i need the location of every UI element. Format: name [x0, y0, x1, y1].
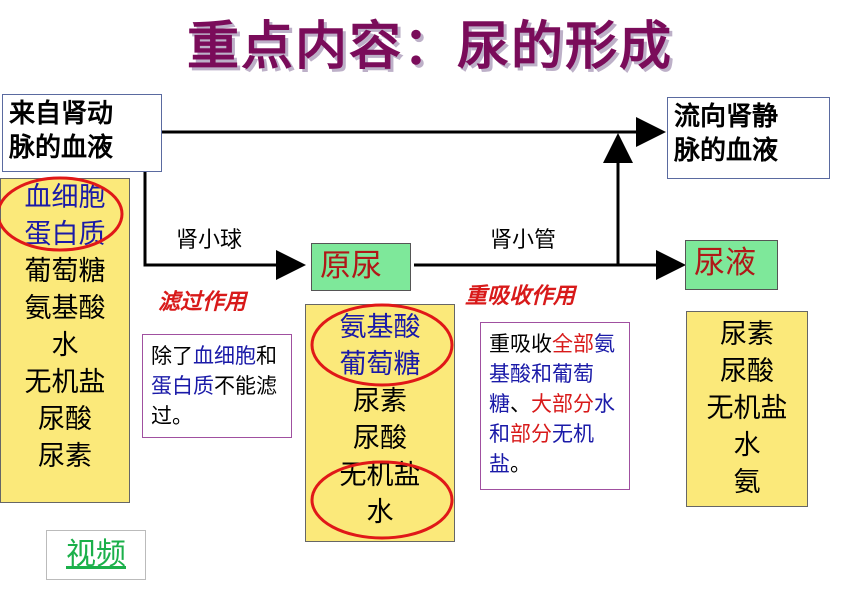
urine-item: 尿酸 [720, 356, 774, 387]
dest-line-1: 流向肾静 [674, 102, 779, 132]
note-text: 水和 [489, 392, 615, 446]
note-text: 。 [510, 452, 531, 476]
note-text: 无机盐 [489, 422, 594, 476]
dest-line-2: 脉的血液 [674, 136, 779, 166]
blood-item: 尿素 [38, 441, 92, 472]
blood-item: 氨基酸 [24, 293, 106, 324]
blood-item: 血细胞 [24, 182, 106, 213]
blood-item: 水 [51, 330, 79, 361]
slide-title: 重点内容：尿的形成 [186, 17, 673, 77]
filtration-arrow [143, 172, 306, 280]
note-text: 除了 [151, 344, 193, 368]
note-text: 血细胞 [193, 344, 256, 368]
note-text: 氨基酸和葡萄糖 [489, 332, 615, 416]
blood-item: 葡萄糖 [24, 256, 106, 287]
urine-item: 水 [733, 430, 761, 461]
primary-urine-item: 尿素 [353, 386, 407, 417]
note-text: 不能滤过。 [151, 374, 277, 428]
blood-item: 无机盐 [24, 367, 106, 398]
primary-urine-item: 水 [366, 497, 394, 528]
filtration-label: 滤过作用 [158, 290, 247, 315]
note-text: 、 [510, 392, 531, 416]
note-text: 大部分 [531, 392, 594, 416]
note-text: 全部 [552, 332, 594, 356]
video-link[interactable]: 视频 [46, 530, 146, 580]
urine-item: 尿素 [720, 319, 774, 350]
source-line-2: 脉的血液 [9, 133, 114, 163]
primary-urine-label: 原尿 [311, 243, 411, 291]
renal-vein-blood-box: 流向肾静 脉的血液 [667, 97, 830, 179]
primary-urine-components-box: 氨基酸 葡萄糖 尿素 尿酸 无机盐 水 [305, 304, 455, 542]
blood-item: 尿酸 [38, 404, 92, 435]
urine-item: 无机盐 [706, 393, 788, 424]
source-line-1: 来自肾动 [9, 99, 114, 129]
tubule-label: 肾小管 [490, 228, 557, 253]
primary-urine-item: 葡萄糖 [339, 349, 421, 380]
primary-urine-item: 尿酸 [353, 423, 407, 454]
primary-urine-item: 无机盐 [339, 460, 421, 491]
note-text: 重吸收 [489, 332, 552, 356]
primary-urine-item: 氨基酸 [339, 312, 421, 343]
urine-components-box: 尿素 尿酸 无机盐 水 氨 [686, 311, 808, 507]
glomerulus-label: 肾小球 [176, 228, 243, 253]
urine-label: 尿液 [685, 240, 778, 290]
renal-artery-blood-box: 来自肾动 脉的血液 [2, 94, 162, 172]
urine-item: 氨 [733, 467, 761, 498]
filtration-note: 除了血细胞和蛋白质不能滤过。 [142, 334, 292, 438]
blood-item: 蛋白质 [24, 219, 106, 250]
reabsorption-note: 重吸收全部氨基酸和葡萄糖、大部分水和部分无机盐。 [480, 322, 630, 490]
note-text: 蛋白质 [151, 374, 214, 398]
blood-components-box: 血细胞 蛋白质 葡萄糖 氨基酸 水 无机盐 尿酸 尿素 [0, 178, 130, 503]
note-text: 和 [256, 344, 277, 368]
note-text: 部分 [510, 422, 552, 446]
reabsorption-label: 重吸收作用 [465, 284, 576, 309]
